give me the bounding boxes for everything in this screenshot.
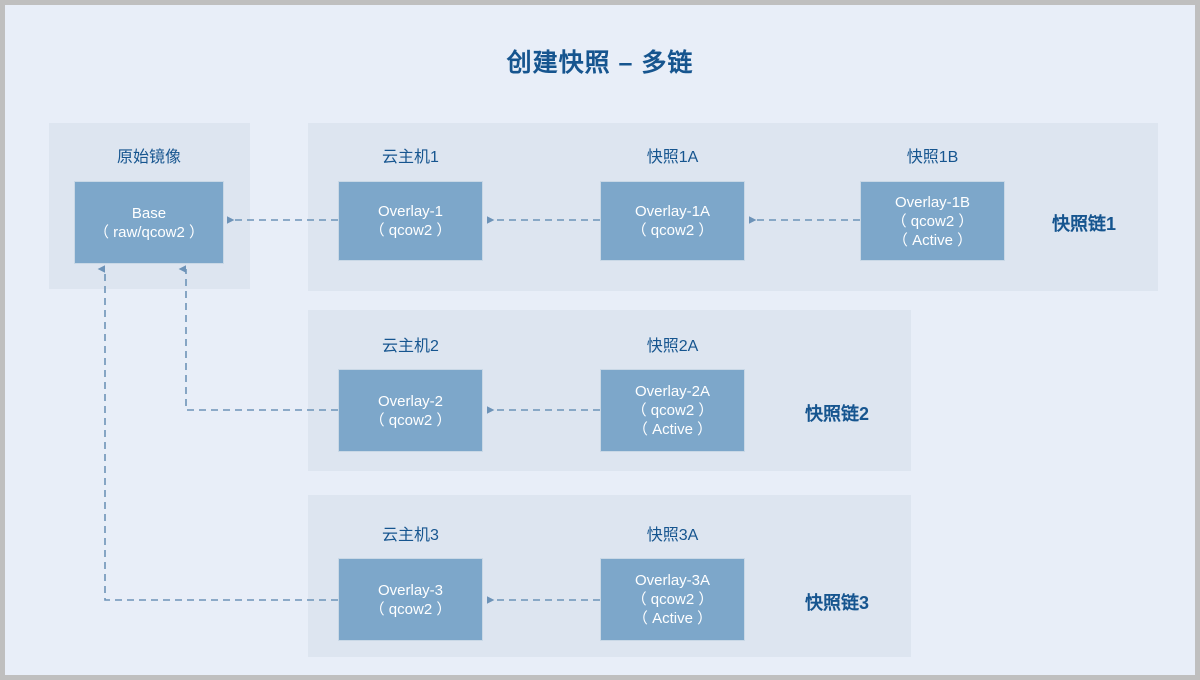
node-overlay-2a-line-2: （ qcow2 ） xyxy=(631,402,714,419)
node-overlay-1a-line-2: （ qcow2 ） xyxy=(631,222,714,239)
chain-label-2: 快照链2 xyxy=(805,404,870,424)
caption-snapshot-1b: 快照1B xyxy=(906,149,959,166)
node-overlay-2-line-1: Overlay-2 xyxy=(377,392,444,410)
chain-label-1: 快照链1 xyxy=(1052,214,1117,234)
page-title: 创建快照 – 多链 xyxy=(506,49,694,77)
node-overlay-2-line-2: （ qcow2 ） xyxy=(369,411,452,429)
node-overlay-1[interactable]: Overlay-1 （ qcow2 ） xyxy=(338,181,483,261)
node-base-line-2: （ raw/qcow2 ） xyxy=(93,223,205,241)
connector-overlay-3-to-base xyxy=(97,265,338,601)
node-overlay-3-line-1: Overlay-3 xyxy=(377,581,444,599)
caption-host-3: 云主机3 xyxy=(382,527,439,544)
node-overlay-3-line-2: （ qcow2 ） xyxy=(369,600,452,618)
node-overlay-1b[interactable]: Overlay-1B （ qcow2 ） （ Active ） xyxy=(860,181,1005,261)
caption-snapshot-3a: 快照3A xyxy=(646,527,699,544)
node-overlay-2a-line-1: Overlay-2A xyxy=(634,383,711,400)
node-overlay-3a-line-2: （ qcow2 ） xyxy=(631,591,714,608)
caption-host-1: 云主机1 xyxy=(382,149,439,166)
node-overlay-2a[interactable]: Overlay-2A （ qcow2 ） （ Active ） xyxy=(600,369,745,452)
node-overlay-1-line-1: Overlay-1 xyxy=(377,203,444,220)
node-overlay-2a-status: （ Active ） xyxy=(632,421,713,438)
node-base[interactable]: Base （ raw/qcow2 ） xyxy=(74,181,224,264)
caption-snapshot-2a: 快照2A xyxy=(646,338,699,355)
node-overlay-3a-status: （ Active ） xyxy=(632,610,713,627)
node-overlay-3[interactable]: Overlay-3 （ qcow2 ） xyxy=(338,558,483,641)
node-overlay-1b-line-2: （ qcow2 ） xyxy=(891,212,974,230)
node-base-line-1: Base xyxy=(131,204,167,222)
node-overlay-1a-line-1: Overlay-1A xyxy=(634,203,711,220)
node-overlay-2[interactable]: Overlay-2 （ qcow2 ） xyxy=(338,369,483,452)
node-overlay-1b-status: （ Active ） xyxy=(892,231,973,249)
node-overlay-1-line-2: （ qcow2 ） xyxy=(369,222,452,239)
node-overlay-1a[interactable]: Overlay-1A （ qcow2 ） xyxy=(600,181,745,261)
node-overlay-3a[interactable]: Overlay-3A （ qcow2 ） （ Active ） xyxy=(600,558,745,641)
caption-host-2: 云主机2 xyxy=(382,338,439,355)
caption-source-image: 原始镜像 xyxy=(116,149,181,166)
chain-label-3: 快照链3 xyxy=(805,593,870,613)
caption-snapshot-1a: 快照1A xyxy=(646,149,699,166)
node-overlay-1b-line-1: Overlay-1B xyxy=(894,193,971,211)
node-overlay-3a-line-1: Overlay-3A xyxy=(634,572,711,589)
